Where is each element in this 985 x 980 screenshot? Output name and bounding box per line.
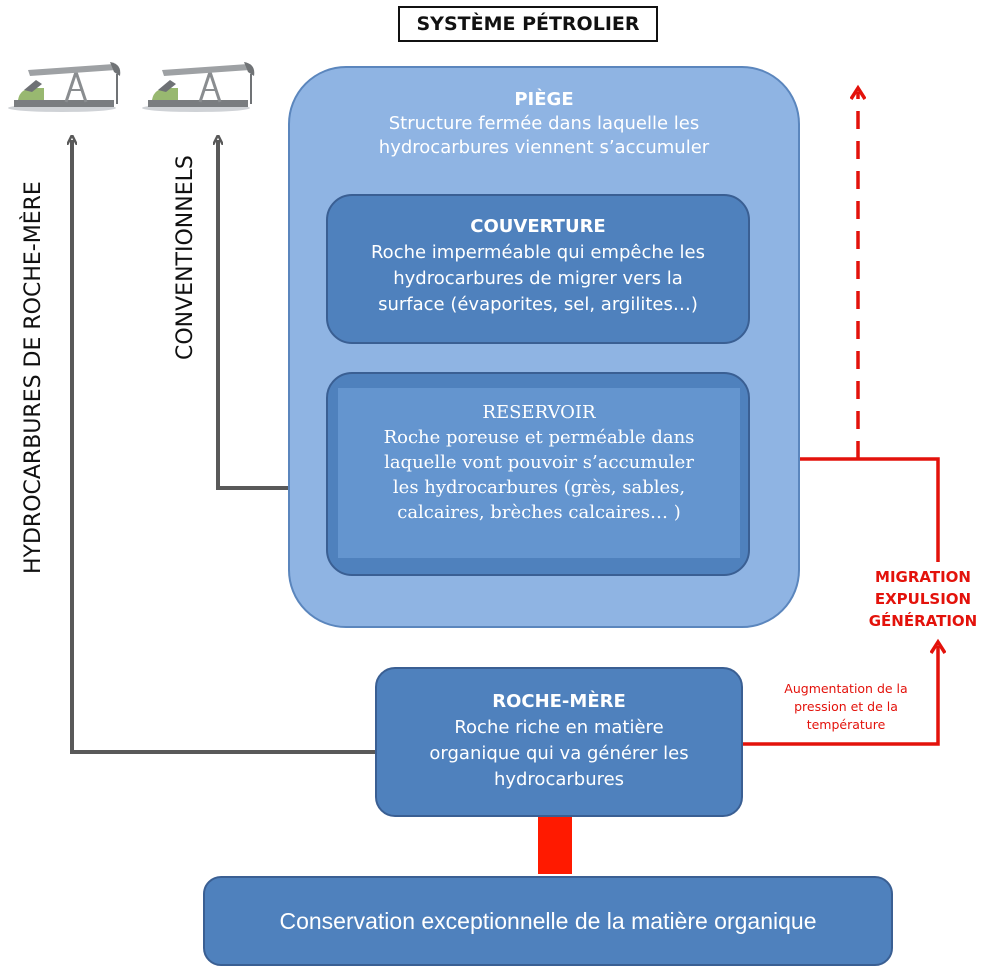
source-rock-heading: ROCHE-MÈRE [492, 691, 626, 712]
preservation-box: Conservation exceptionnelle de la matièr… [203, 876, 893, 966]
augmentation-line: pression et de la [794, 699, 898, 714]
trap-text: PIÈGE Structure fermée dans laquelle les… [288, 88, 800, 160]
trap-line: hydrocarbures viennent s’accumuler [378, 137, 710, 158]
unconventional-label: HYDROCARBURES DE ROCHE-MÈRE [21, 181, 46, 574]
expulsion-word: EXPULSION [874, 590, 972, 608]
trap-line: Structure fermée dans laquelle les [388, 113, 700, 134]
source-rock-box: ROCHE-MÈRE Roche riche en matière organi… [375, 667, 743, 817]
trap-heading: PIÈGE [514, 89, 574, 110]
conventional-label: CONVENTIONNELS [173, 155, 198, 360]
seal-heading: COUVERTURE [470, 216, 606, 237]
reservoir-heading: RESERVOIR [482, 402, 596, 423]
pumpjack-icon [8, 62, 121, 112]
generation-word: GÉNÉRATION [868, 612, 978, 630]
augmentation-line: Augmentation de la [784, 681, 908, 696]
source-rock-line: hydrocarbures [493, 769, 625, 790]
source-rock-line: organique qui va générer les [429, 743, 689, 764]
migration-arrow [756, 459, 940, 562]
augmentation-arrow [743, 646, 938, 746]
hydrocarbures-arrow [72, 140, 375, 754]
pumpjack-icon [142, 62, 255, 112]
seal-line: surface (évaporites, sel, argilites…) [378, 294, 698, 315]
reservoir-line: laquelle vont pouvoir s’accumuler [384, 452, 694, 473]
seal-box: COUVERTURE Roche imperméable qui empêche… [326, 194, 750, 344]
source-rock-line: Roche riche en matière [454, 717, 664, 738]
migration-word: MIGRATION [875, 568, 971, 586]
reservoir-line: Roche poreuse et perméable dans [383, 427, 695, 448]
migration-label: MIGRATION EXPULSION GÉNÉRATION [858, 566, 985, 632]
seal-line: hydrocarbures de migrer vers la [393, 268, 683, 289]
reservoir-line: les hydrocarbures (grès, sables, [392, 477, 686, 498]
diagram-title: SYSTÈME PÉTROLIER [398, 6, 658, 42]
reservoir-inner [338, 388, 740, 558]
seal-line: Roche imperméable qui empêche les [370, 242, 705, 263]
augmentation-label: Augmentation de la pression et de la tem… [746, 680, 946, 734]
reservoir-line: calcaires, brèches calcaires… ) [397, 502, 681, 523]
reservoir-text: RESERVOIR Roche poreuse et perméable dan… [338, 400, 740, 525]
augmentation-line: température [806, 717, 886, 732]
